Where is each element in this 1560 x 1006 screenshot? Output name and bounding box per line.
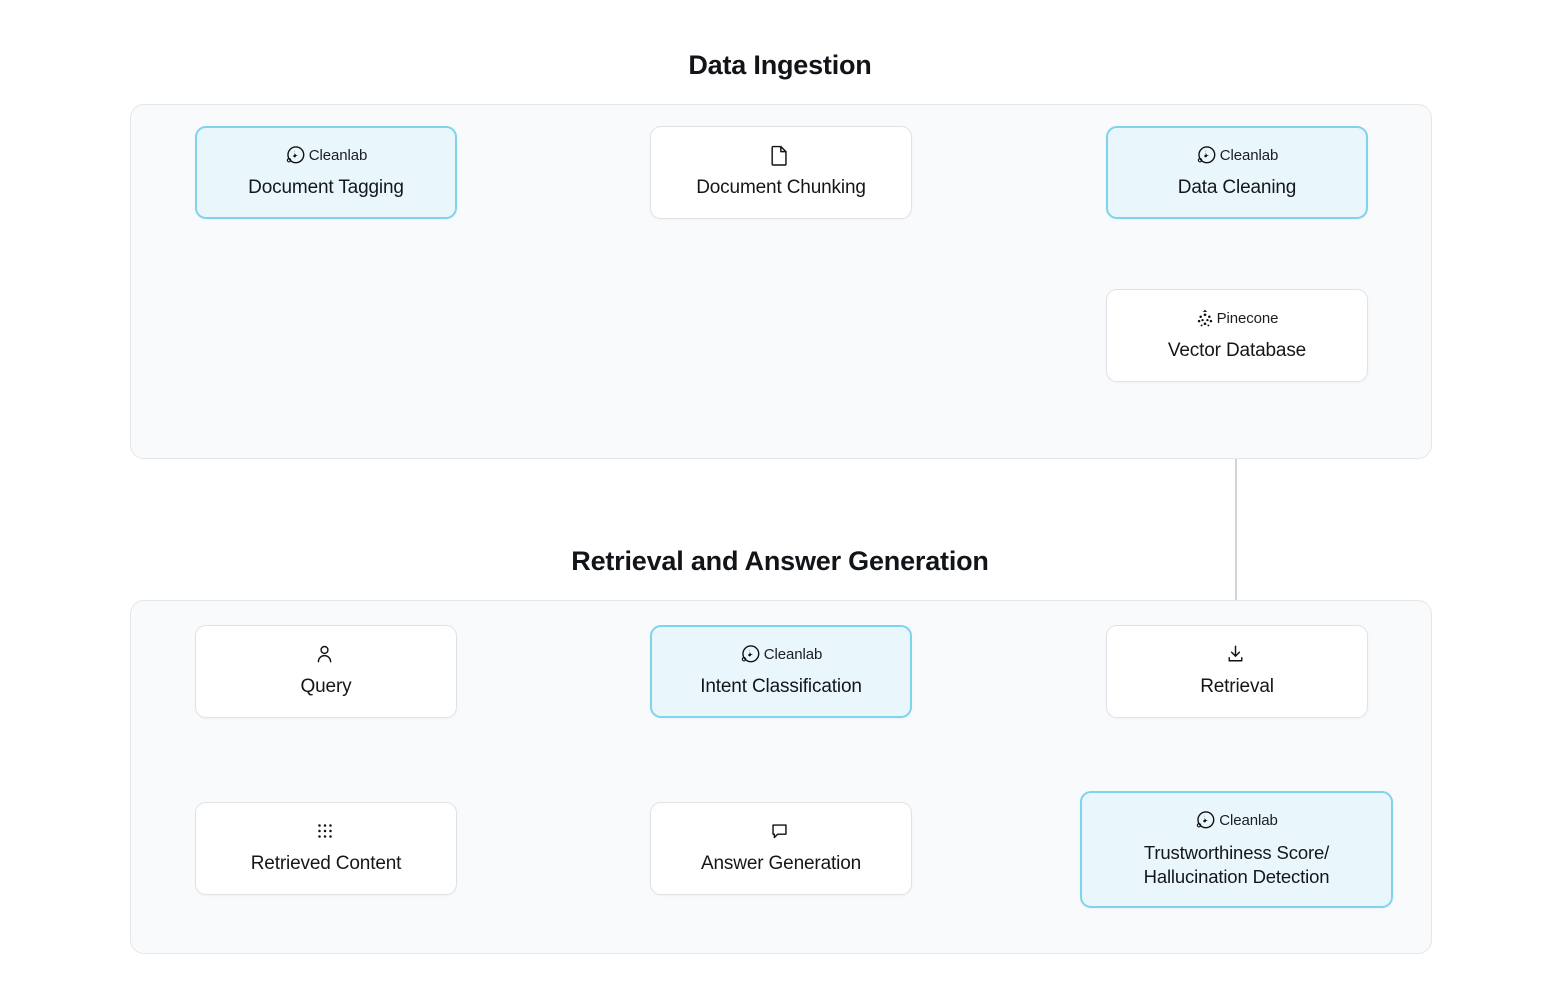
node-retrieval[interactable]: Retrieval — [1106, 625, 1368, 718]
node-label: Vector Database — [1167, 340, 1307, 362]
node-label: Answer Generation — [700, 853, 862, 875]
cleanlab-logo-icon — [740, 644, 761, 665]
grid-dots-icon — [316, 822, 334, 840]
node-brand-row: Cleanlab — [1196, 144, 1278, 166]
node-data-cleaning[interactable]: Cleanlab Data Cleaning — [1106, 126, 1368, 219]
node-retrieved-content[interactable]: Retrieved Content — [195, 802, 457, 895]
node-query[interactable]: Query — [195, 625, 457, 718]
node-label: Trustworthiness Score/ Hallucination Det… — [1143, 841, 1330, 887]
node-trustworthiness-score[interactable]: Cleanlab Trustworthiness Score/ Hallucin… — [1080, 791, 1393, 908]
node-brand-row: Pinecone — [1196, 307, 1279, 329]
brand-label: Cleanlab — [763, 645, 823, 663]
node-brand-row: Cleanlab — [285, 144, 367, 166]
node-label: Data Cleaning — [1177, 177, 1297, 199]
file-document-icon — [770, 145, 789, 166]
brand-label: Pinecone — [1216, 309, 1279, 327]
node-brand-row — [315, 643, 337, 665]
cleanlab-logo-icon — [285, 145, 306, 166]
section-title-retrieval-answer-generation: Retrieval and Answer Generation — [571, 546, 989, 576]
node-label: Query — [300, 676, 352, 698]
brand-label: Cleanlab — [1219, 146, 1279, 164]
cleanlab-logo-icon — [1195, 810, 1216, 831]
node-label: Retrieval — [1200, 676, 1274, 698]
brand-label: Cleanlab — [1219, 812, 1278, 830]
node-brand-row — [316, 820, 337, 842]
node-intent-classification[interactable]: Cleanlab Intent Classification — [650, 625, 912, 718]
node-brand-row: Cleanlab — [1195, 810, 1278, 832]
cleanlab-logo-icon — [1196, 145, 1217, 166]
node-label: Intent Classification — [700, 676, 862, 698]
pinecone-logo-icon — [1196, 309, 1214, 328]
node-brand-row — [1226, 643, 1248, 665]
brand-label: Cleanlab — [308, 146, 368, 164]
download-arrow-icon — [1226, 644, 1245, 664]
node-document-chunking[interactable]: Document Chunking — [650, 126, 912, 219]
node-vector-database[interactable]: Pinecone Vector Database — [1106, 289, 1368, 382]
section-title-data-ingestion: Data Ingestion — [688, 50, 872, 80]
user-person-icon — [315, 644, 334, 665]
node-brand-row: Cleanlab — [740, 643, 822, 665]
speech-bubble-icon — [770, 822, 789, 841]
node-label: Retrieved Content — [250, 853, 402, 875]
node-brand-row — [770, 820, 792, 842]
node-label: Document Tagging — [248, 177, 404, 199]
node-brand-row — [770, 144, 792, 166]
node-label: Document Chunking — [696, 177, 866, 199]
node-document-tagging[interactable]: Cleanlab Document Tagging — [195, 126, 457, 219]
node-answer-generation[interactable]: Answer Generation — [650, 802, 912, 895]
